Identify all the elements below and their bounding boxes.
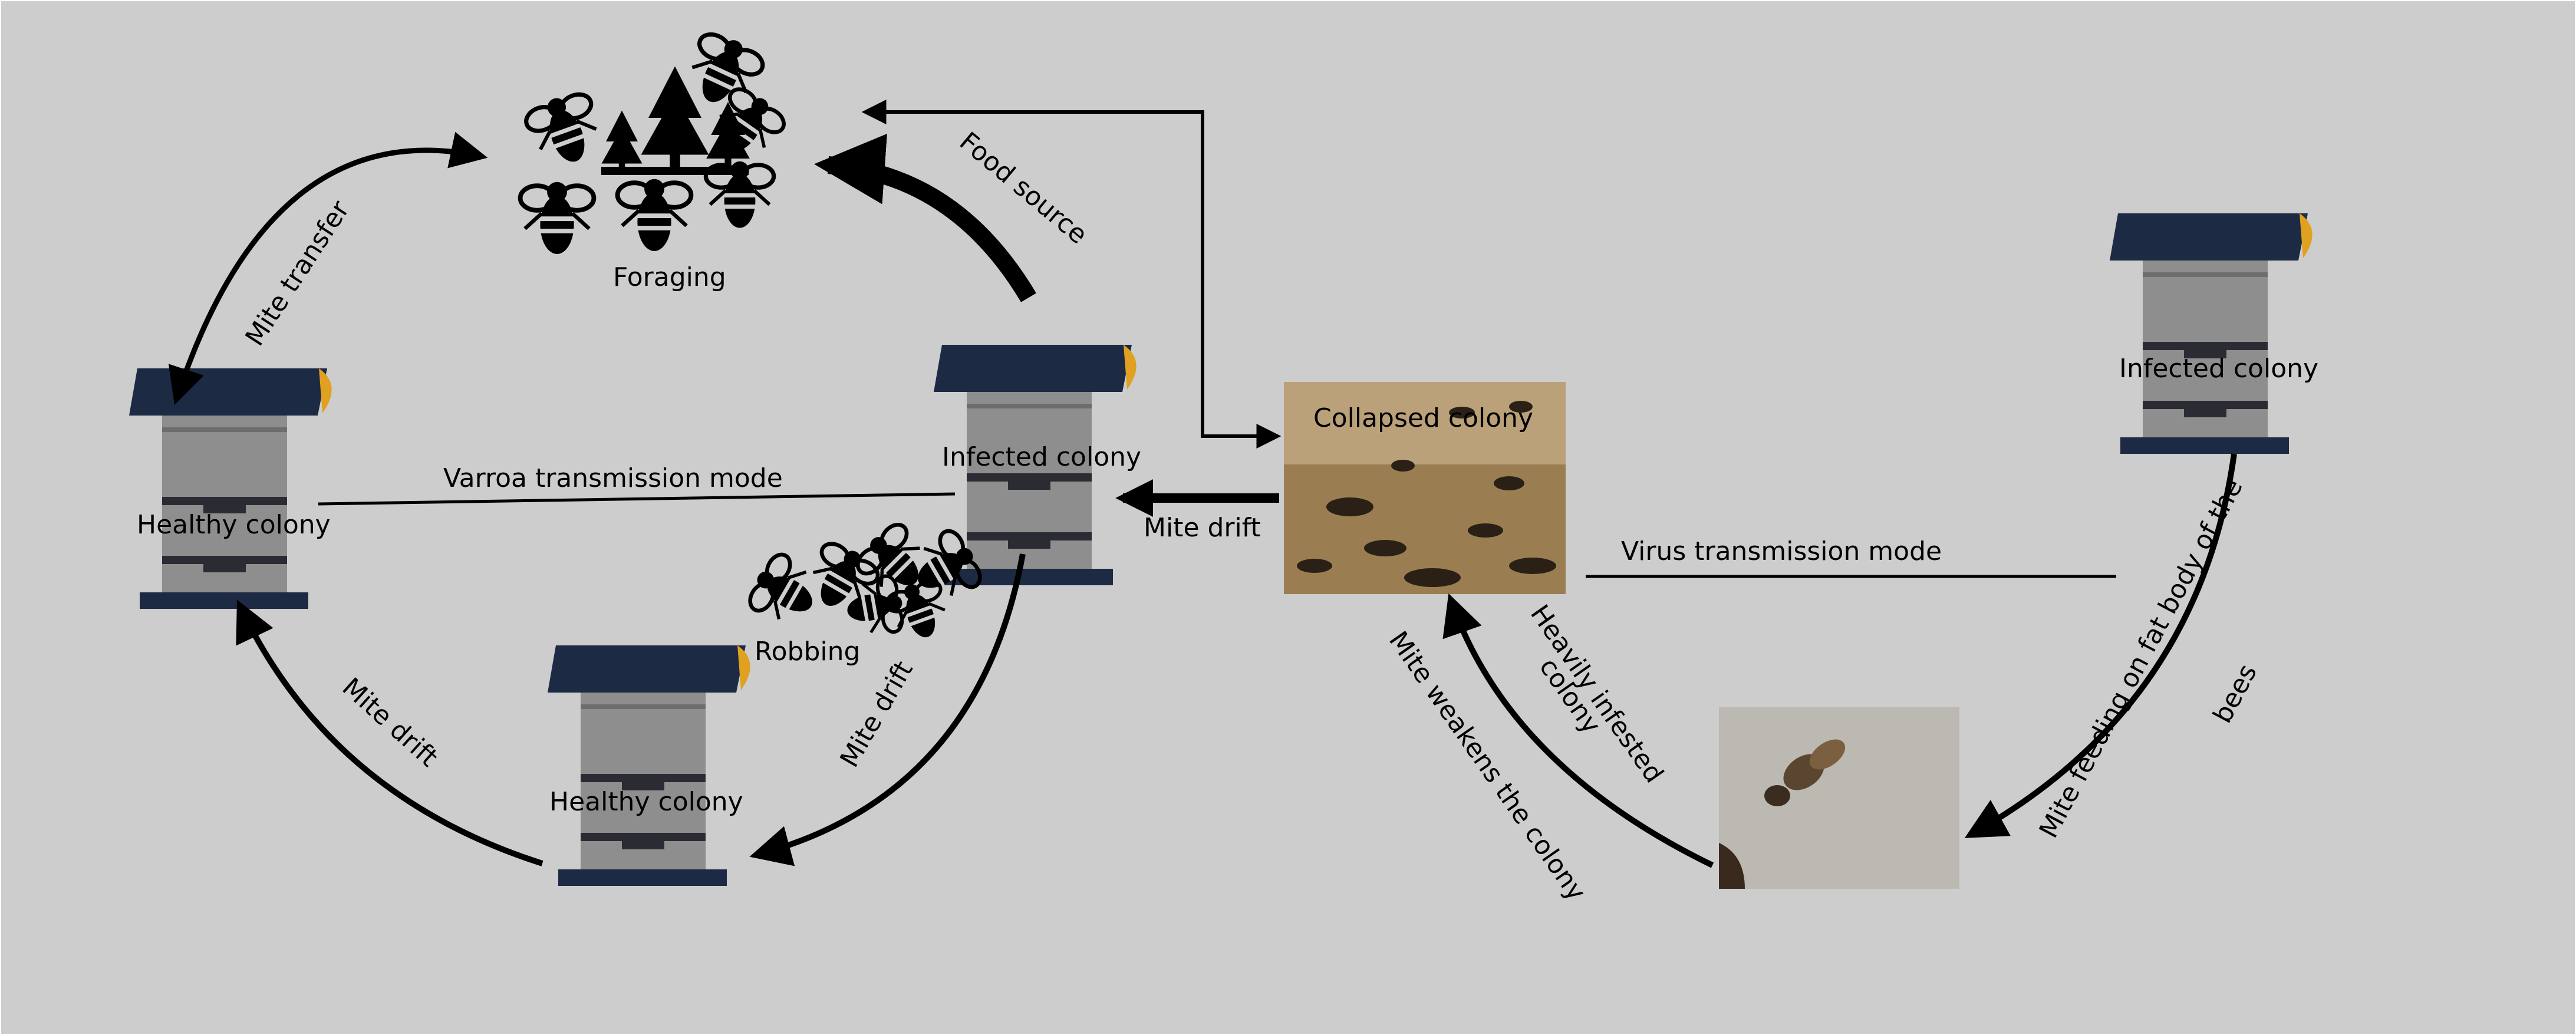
mite-on-bee-photo [1719, 707, 1959, 889]
mite-drift-down-arrow [749, 553, 1026, 866]
foraging-label: Foraging [613, 262, 726, 292]
collapsed-colony-photo [1284, 382, 1566, 594]
mite-feeding-arrow [1964, 453, 2237, 838]
mite-transfer-arrow [168, 131, 488, 405]
healthy-colony-left-label: Healthy colony [137, 510, 331, 540]
mite-drift-left-arrow [236, 599, 543, 866]
mite-drift-center-label: Mite drift [1144, 513, 1261, 543]
virus-transmission-label: Virus transmission mode [1621, 536, 1942, 566]
food-source-arrow [814, 133, 1036, 302]
foraging-bees-trees-icon [521, 27, 790, 254]
varroa-transmission-line [318, 492, 956, 506]
mite-weakens-arrow [1442, 593, 1714, 868]
arrows [168, 100, 2237, 868]
infected-colony-center-label: Infected colony [942, 442, 1141, 472]
healthy-colony-bottom-label: Healthy colony [549, 787, 743, 817]
collapsed-colony-label: Collapsed colony [1313, 403, 1533, 433]
robbing-label: Robbing [755, 637, 860, 667]
varroa-transmission-label: Varroa transmission mode [443, 463, 783, 493]
infected-colony-right-label: Infected colony [2119, 354, 2318, 384]
